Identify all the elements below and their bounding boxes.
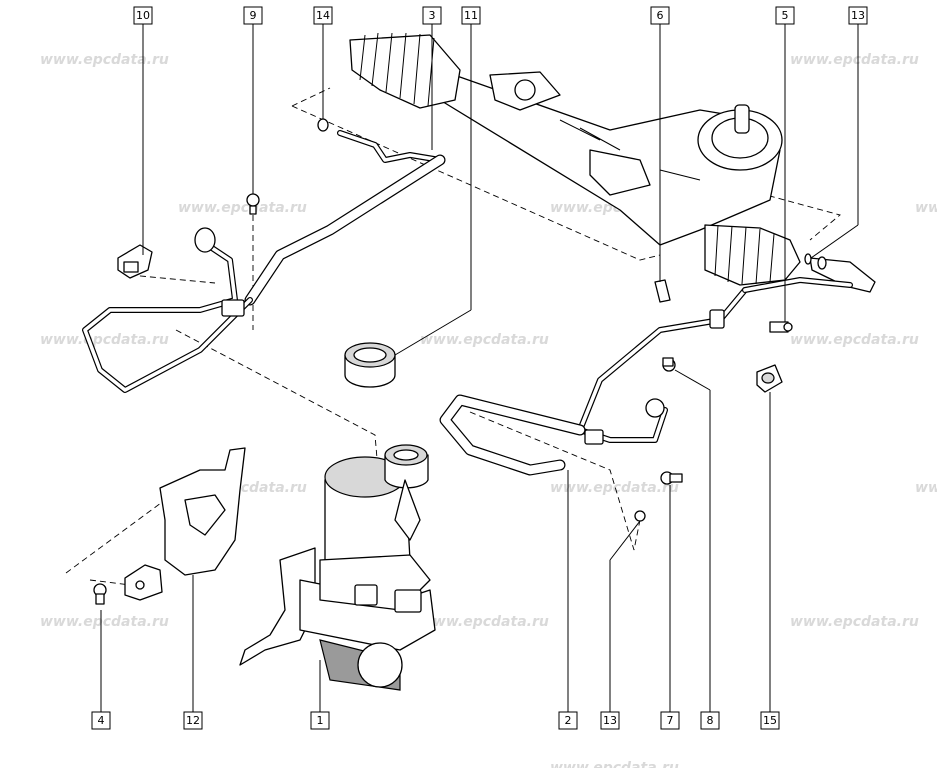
callout-3[interactable]: 3: [422, 6, 442, 25]
callout-1[interactable]: 1: [310, 711, 330, 730]
watermark-text: www.epcdata.ru: [790, 614, 919, 630]
callout-label: 9: [250, 9, 257, 22]
callout-label: 3: [429, 9, 436, 22]
callout-15[interactable]: 15: [760, 711, 780, 730]
reservoir-cap-11: [344, 342, 396, 388]
rack-boot-left: [349, 32, 461, 109]
callout-label: 13: [603, 714, 617, 727]
callout-label: 11: [464, 9, 478, 22]
callout-label: 8: [707, 714, 714, 727]
bolt-5: [769, 321, 793, 333]
callout-13-lower[interactable]: 13: [600, 711, 620, 730]
watermark-text: www.epcdata.ru: [790, 332, 919, 348]
callout-9[interactable]: 9: [243, 6, 263, 25]
watermark-text: www.epcdata.ru: [40, 52, 169, 68]
rack-boot-right: [704, 224, 876, 293]
watermark-text: www.epcdata.ru: [550, 760, 679, 768]
watermark-text: www.epcdata.ru: [40, 332, 169, 348]
watermark-text: www.epcdata.ru: [915, 200, 937, 216]
watermark-text: www.epcdata.ru: [40, 614, 169, 630]
watermark-text: www.epcdata.ru: [420, 614, 549, 630]
bolt-4: [93, 583, 107, 605]
watermark-text: www.epcdata.ru: [915, 480, 937, 496]
callout-14[interactable]: 14: [313, 6, 333, 25]
callout-label: 15: [763, 714, 777, 727]
pipe-3: [244, 130, 446, 306]
callout-label: 1: [317, 714, 324, 727]
callout-12[interactable]: 12: [183, 711, 203, 730]
callout-label: 5: [782, 9, 789, 22]
oring-14: [317, 118, 329, 132]
damper-15: [756, 364, 783, 393]
watermark-text: www.epcdata.ru: [420, 332, 549, 348]
callout-label: 6: [657, 9, 664, 22]
pump-unit-1: [239, 444, 436, 691]
bolt-9: [246, 193, 260, 215]
callout-label: 2: [565, 714, 572, 727]
callout-4[interactable]: 4: [91, 711, 111, 730]
callout-2[interactable]: 2: [558, 711, 578, 730]
bracket-12: [124, 447, 246, 601]
callout-label: 4: [98, 714, 105, 727]
callout-10[interactable]: 10: [133, 6, 153, 25]
clip-6: [654, 279, 671, 303]
callout-label: 10: [136, 9, 150, 22]
watermark-text: www.epcdata.ru: [178, 200, 307, 216]
oring-13-upper: [804, 253, 812, 265]
bolt-7: [660, 471, 683, 485]
watermark-text: www.epcdata.ru: [790, 52, 919, 68]
callout-6[interactable]: 6: [650, 6, 670, 25]
callout-11[interactable]: 11: [461, 6, 481, 25]
watermark-text: www.epcdata.ru: [550, 480, 679, 496]
callout-label: 7: [667, 714, 674, 727]
callout-8[interactable]: 8: [700, 711, 720, 730]
callout-label: 13: [851, 9, 865, 22]
pipe-2: [439, 277, 853, 476]
leader-lines: [100, 24, 859, 712]
steering-rack: [439, 69, 783, 246]
clip-10: [117, 244, 153, 279]
callout-label: 14: [316, 9, 330, 22]
return-pipe-left: [82, 227, 253, 393]
callout-label: 12: [186, 714, 200, 727]
nut-13-lower: [634, 510, 646, 522]
callout-5[interactable]: 5: [775, 6, 795, 25]
callout-7[interactable]: 7: [660, 711, 680, 730]
callout-13-upper[interactable]: 13: [848, 6, 868, 25]
bolt-8: [662, 357, 676, 372]
